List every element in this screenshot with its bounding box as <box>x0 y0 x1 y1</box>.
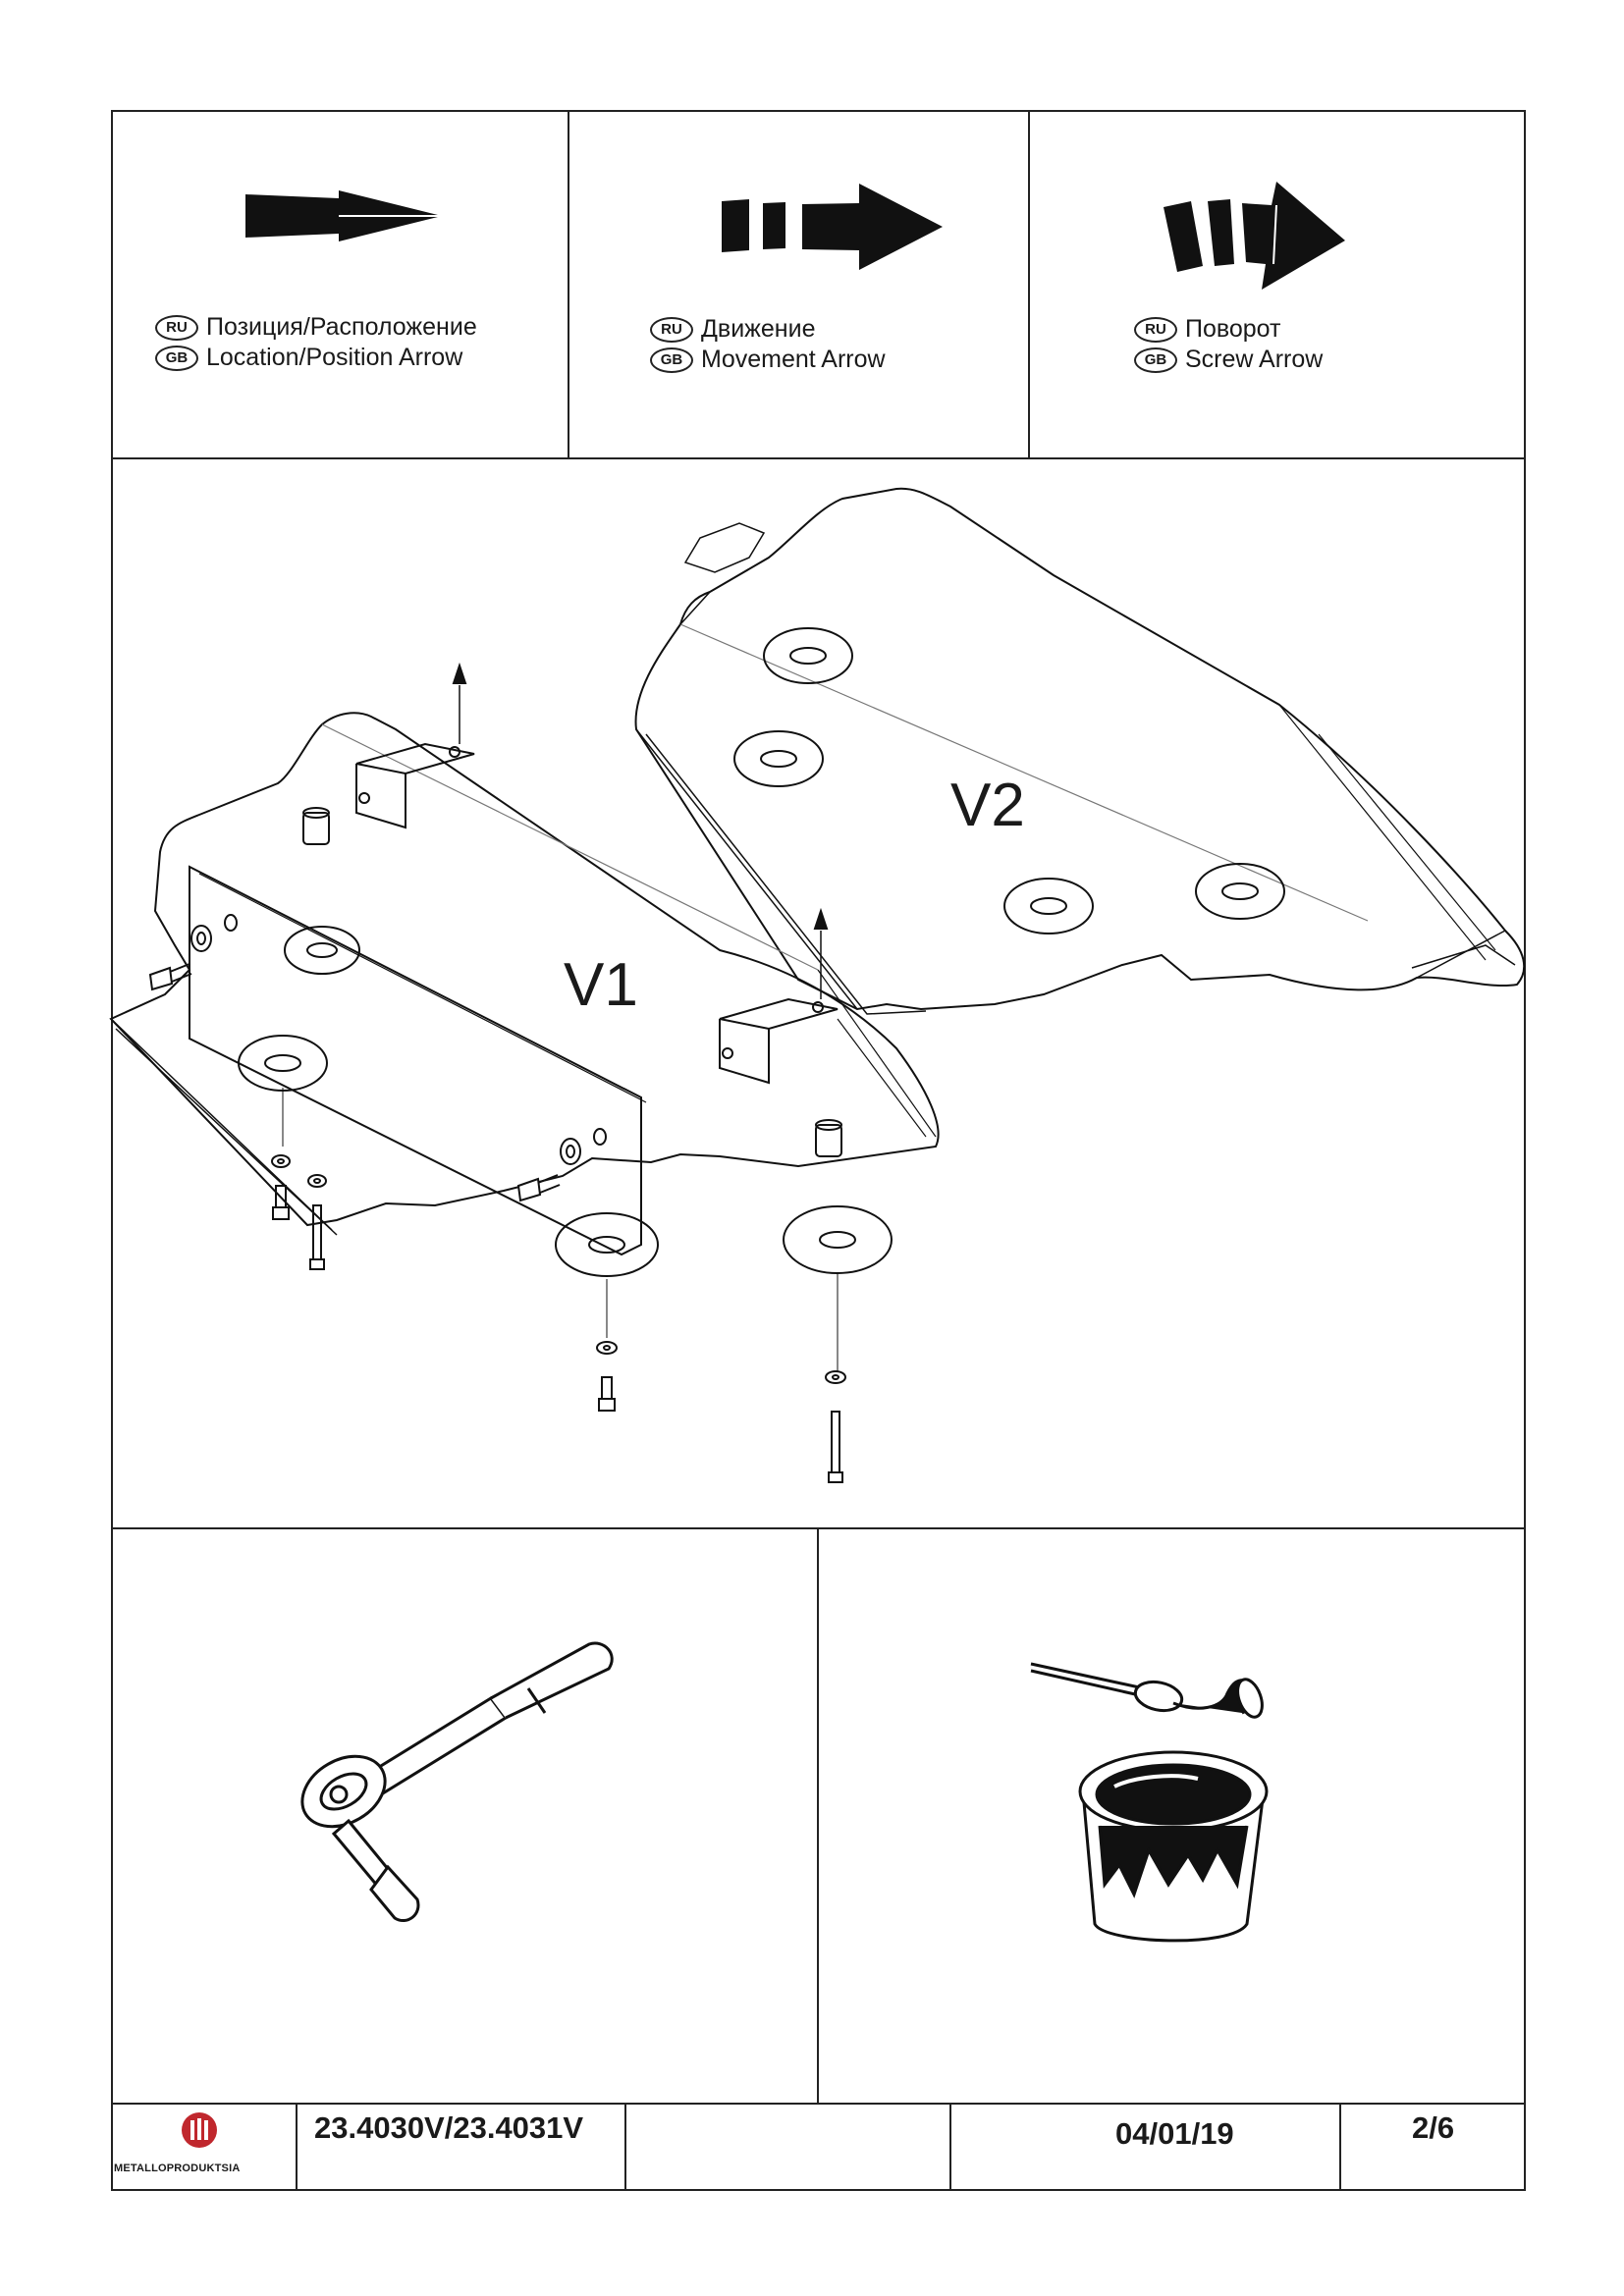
legend-movement-gb: Movement Arrow <box>701 346 886 373</box>
assembly-diagram <box>109 487 1526 1483</box>
part-label-v2: V2 <box>950 772 1025 839</box>
footer-col-divider-2 <box>624 2103 626 2191</box>
footer-col-divider-3 <box>949 2103 951 2191</box>
ru-badge: RU <box>650 316 693 343</box>
screw-arrow-icon <box>1164 182 1345 290</box>
gb-badge: GB <box>650 347 693 373</box>
legend-screw-ru: Поворот <box>1185 315 1281 343</box>
part-number: 23.4030V/23.4031V <box>314 2110 584 2145</box>
logo-text: METALLOPRODUKTSIA <box>114 2163 241 2174</box>
legend-screw: RU Поворот GB Screw Arrow <box>1134 314 1323 375</box>
gb-badge: GB <box>155 345 198 371</box>
ru-badge: RU <box>155 314 198 341</box>
legend-col-divider-1 <box>568 110 569 457</box>
legend-movement: RU Движение GB Movement Arrow <box>650 314 886 375</box>
ratchet-wrench-icon <box>300 1641 614 1923</box>
metalloproduktsia-logo-icon <box>182 2112 217 2148</box>
paint-can-brush-icon <box>1030 1662 1269 1943</box>
tools-col-divider <box>817 1527 819 2103</box>
legend-col-divider-2 <box>1028 110 1030 457</box>
legend-divider <box>111 457 1526 459</box>
page-frame <box>111 110 1526 2191</box>
legend-location-ru: Позиция/Расположение <box>206 313 477 341</box>
footer-divider <box>111 2103 1526 2105</box>
page-number: 2/6 <box>1412 2110 1455 2145</box>
ru-badge: RU <box>1134 316 1177 343</box>
part-label-v1: V1 <box>564 951 638 1019</box>
location-arrow-icon <box>245 190 442 241</box>
plate-v2 <box>634 487 1526 1015</box>
movement-arrow-icon <box>722 184 943 270</box>
legend-screw-gb: Screw Arrow <box>1185 346 1324 373</box>
issue-date: 04/01/19 <box>1115 2116 1234 2151</box>
footer-col-divider-1 <box>296 2103 298 2191</box>
legend-location-gb: Location/Position Arrow <box>206 344 463 371</box>
legend-movement-ru: Движение <box>701 315 816 343</box>
legend-location: RU Позиция/Расположение GB Location/Positi… <box>155 312 477 373</box>
plate-v1 <box>109 662 940 1483</box>
gb-badge: GB <box>1134 347 1177 373</box>
footer-col-divider-4 <box>1339 2103 1341 2191</box>
